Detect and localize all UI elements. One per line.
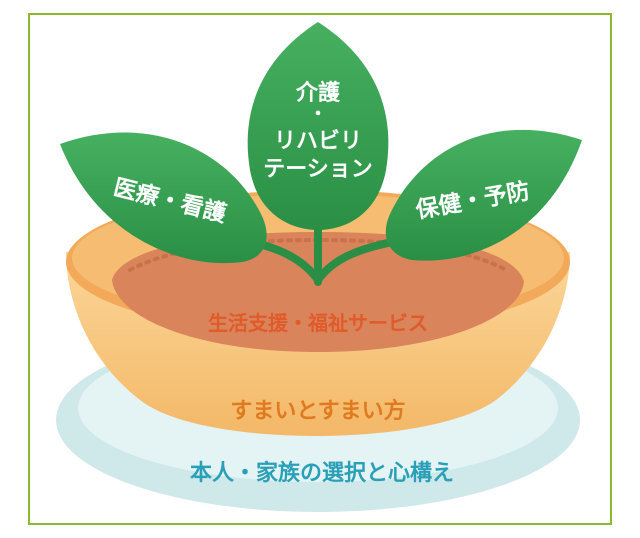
soil-label: 生活支援・福祉サービス — [208, 311, 428, 335]
leaf-center-label-2: ・ — [309, 104, 327, 125]
leaf-center-label-4: テーション — [263, 157, 373, 182]
leaf-center-label-1: 介護 — [295, 80, 341, 106]
leaf-center-label-3: リハビリ — [274, 129, 362, 154]
leaf-left — [60, 132, 267, 264]
leaf-right — [385, 129, 582, 261]
diagram-frame — [28, 13, 612, 525]
plate-label: 本人・家族の選択と心構え — [190, 460, 454, 486]
leaf-center — [247, 22, 389, 230]
bowl-label: すまいとすまい方 — [230, 398, 405, 424]
